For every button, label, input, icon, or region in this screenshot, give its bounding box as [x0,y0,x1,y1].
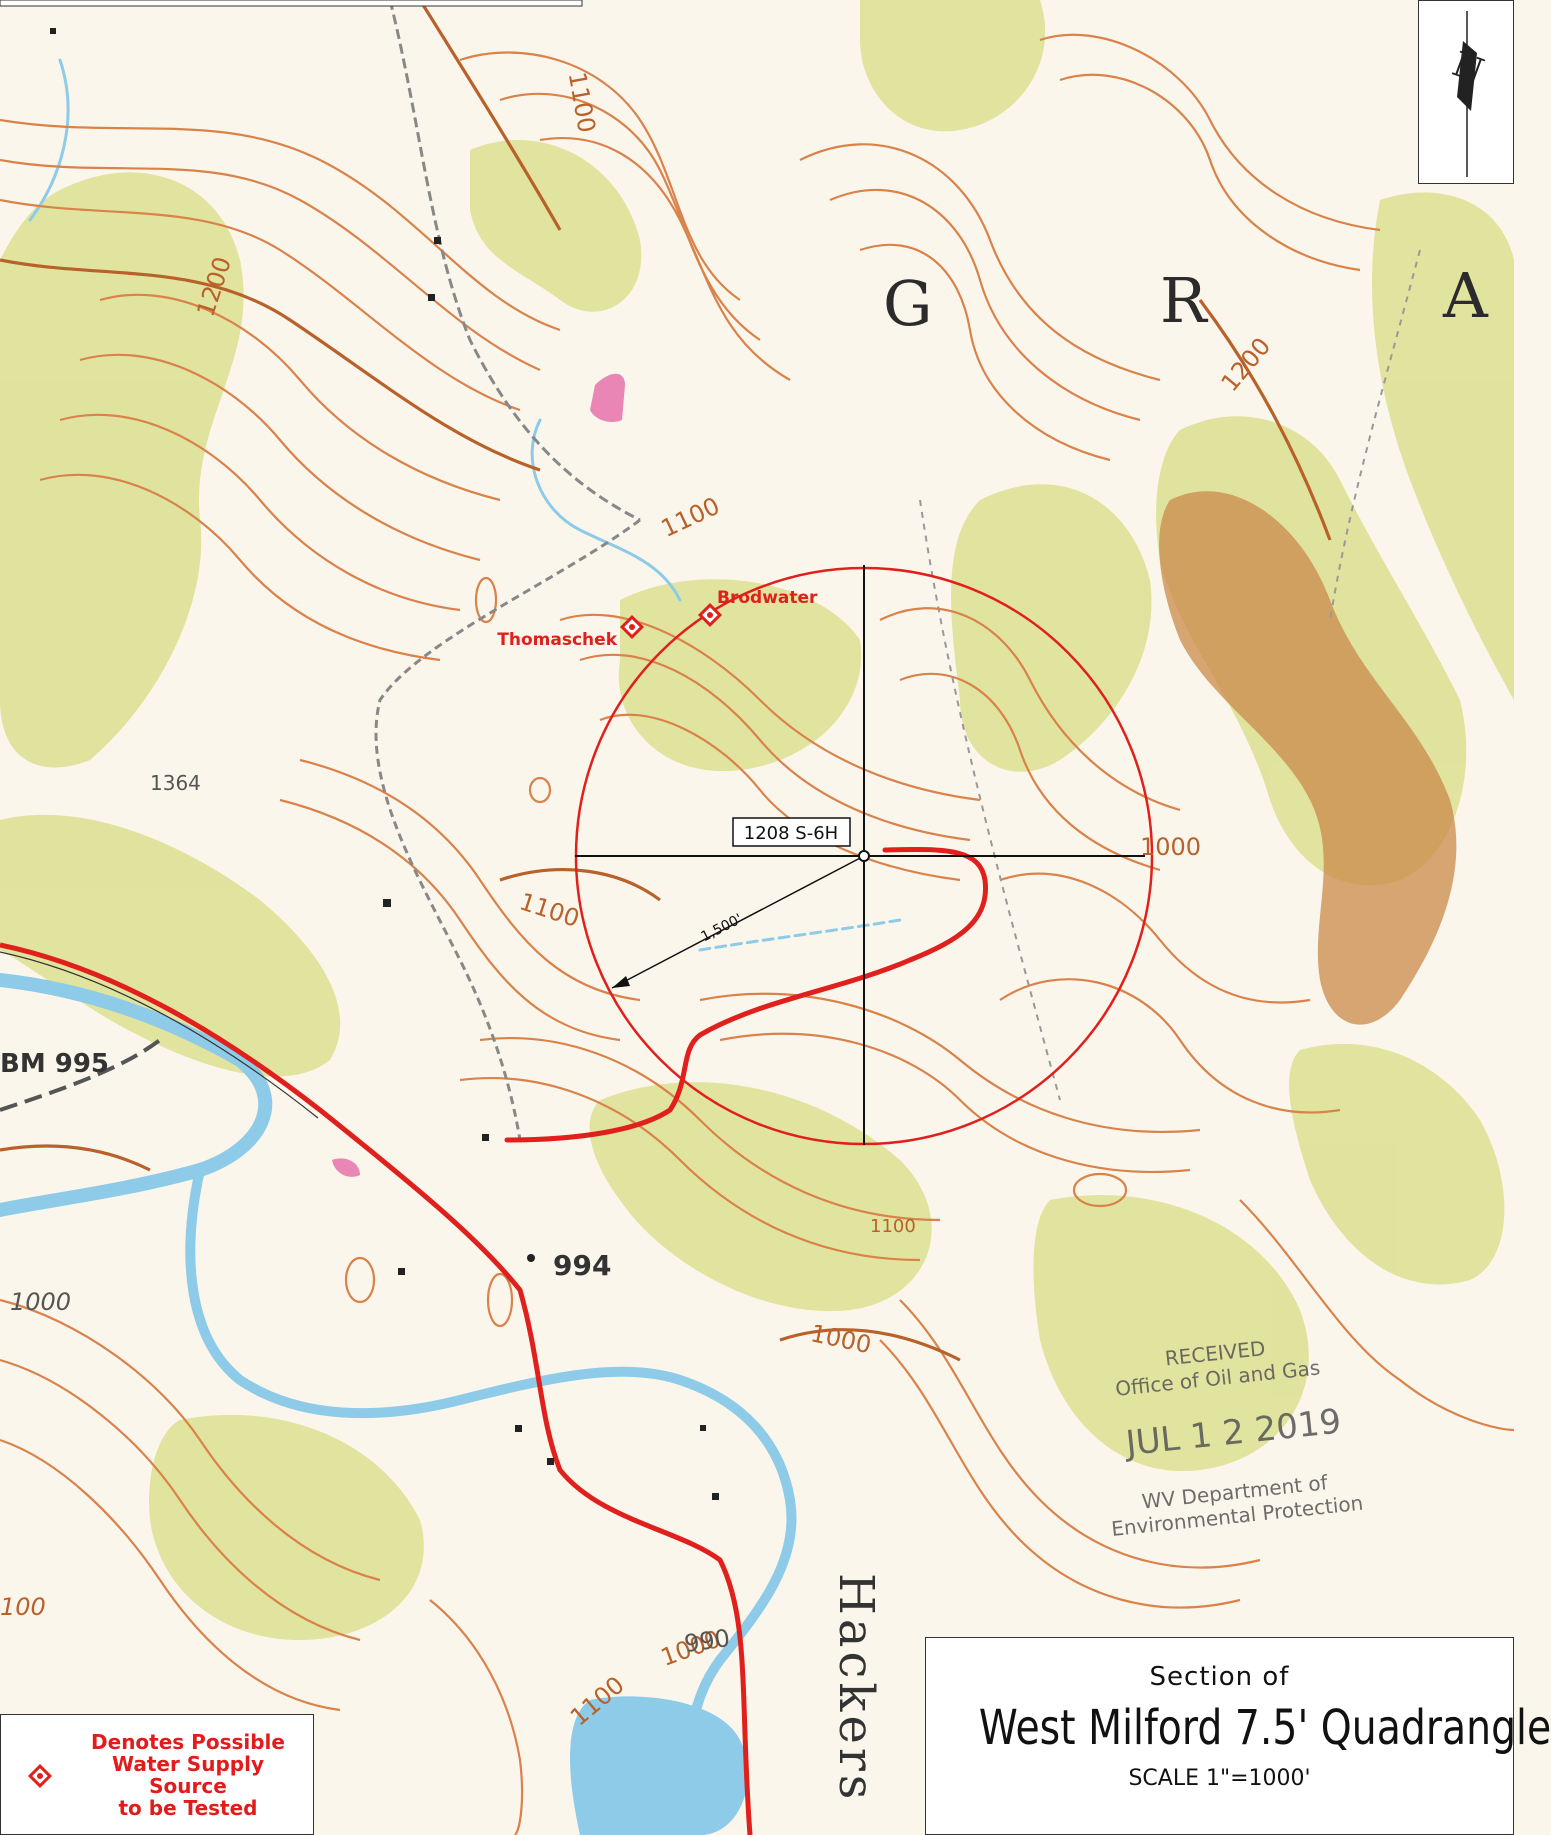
well-label: 1208 S-6H [744,823,838,844]
building-markers [50,28,719,1500]
contour-label: 1000 [10,1288,71,1316]
streams-and-rivers [0,58,902,1835]
frame-corner [0,0,583,7]
contour-lines [0,33,1515,1835]
area-letter: A [1442,259,1489,332]
highlighted-main-road [0,942,753,1835]
red-diamond-icon [27,1763,53,1789]
north-arrow-box: N [1418,0,1514,184]
spot-elevation: 994 [553,1249,611,1282]
road-casing [0,951,319,1119]
contour-label: 990 [682,1624,731,1658]
title-quadrangle: West Milford 7.5' Quadrangle [978,1700,1551,1756]
pond-marker [332,1158,360,1177]
roads [0,0,1421,1141]
water-source-label: Brodwater [717,588,818,608]
north-label: N [1447,44,1489,92]
elevation-dot [527,1254,535,1262]
contour-label: 1364 [150,771,201,795]
legend-text: Denotes Possible Water Supply Source to … [91,1730,285,1820]
water-source-brodwater: Brodwater [697,588,818,628]
contour-label: 1100 [870,1216,916,1237]
dotted-ridge-pattern [1159,491,1457,1025]
title-section-of: Section of [1149,1662,1290,1692]
well-label-box [732,817,851,847]
area-letter: R [1160,264,1209,337]
contour-label: 100 [0,1593,46,1621]
well-radius-circle [574,565,1154,1146]
benchmark-elevation: BM 995 [0,1049,109,1079]
pond-marker [590,373,625,422]
legend-box: Denotes Possible Water Supply Source to … [0,1714,314,1835]
lake [570,1696,748,1835]
contour-label: 1000 [1140,833,1201,861]
north-arrow-icon: N [1447,11,1489,177]
water-source-thomaschek: Thomaschek [497,614,645,650]
index-contours [0,0,1332,1362]
water-source-label: Thomaschek [497,630,617,650]
title-scale: SCALE 1"=1000' [1128,1766,1311,1791]
area-letter: G [883,267,933,340]
place-name-hackers: Hackers [828,1573,884,1803]
well-access-route [504,846,989,1143]
title-block: Section of West Milford 7.5' Quadrangle … [925,1637,1551,1835]
topographic-map: 1,500' 1208 S-6H Thomaschek Brodwater G … [0,0,1515,1835]
